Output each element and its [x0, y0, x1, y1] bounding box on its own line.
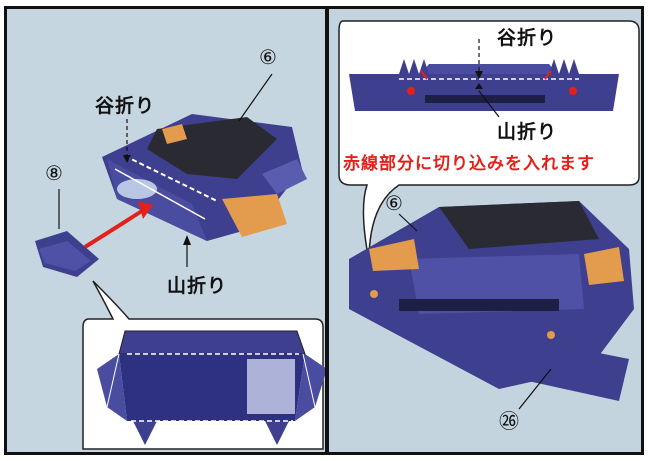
valley-fold-label: 谷折り — [95, 95, 156, 117]
valley-fold-line — [124, 155, 218, 202]
right-panel-illustration — [338, 20, 640, 410]
top-detail-callout — [338, 20, 640, 262]
attach-arrow — [83, 207, 147, 249]
part-8-piece — [35, 231, 99, 277]
mountain-fold-label: 山折り — [497, 121, 558, 143]
part-6-model — [102, 114, 307, 241]
part-number-6: ⑥ — [259, 45, 277, 69]
detail-callout — [82, 280, 325, 450]
part-number-26: ㉖ — [499, 409, 519, 433]
part-26-pointer — [518, 368, 552, 410]
part-6-pointer — [238, 73, 273, 122]
mountain-fold-line — [114, 168, 206, 220]
right-instruction-panel: 谷折り 山折り 赤線部分に切り込みを入れます ⑥ ㉖ — [326, 6, 644, 455]
mountain-fold-label: 山折り — [167, 275, 228, 297]
cut-instruction: 赤線部分に切り込みを入れます — [343, 154, 595, 174]
assembled-model — [349, 201, 634, 401]
left-panel-illustration — [35, 73, 325, 450]
valley-fold-label: 谷折り — [497, 27, 558, 49]
left-instruction-panel: ⑥ ⑧ 谷折り 山折り — [4, 6, 328, 455]
part-6-pointer — [398, 213, 418, 232]
part-number-8: ⑧ — [45, 161, 63, 185]
part-number-6: ⑥ — [385, 191, 403, 215]
